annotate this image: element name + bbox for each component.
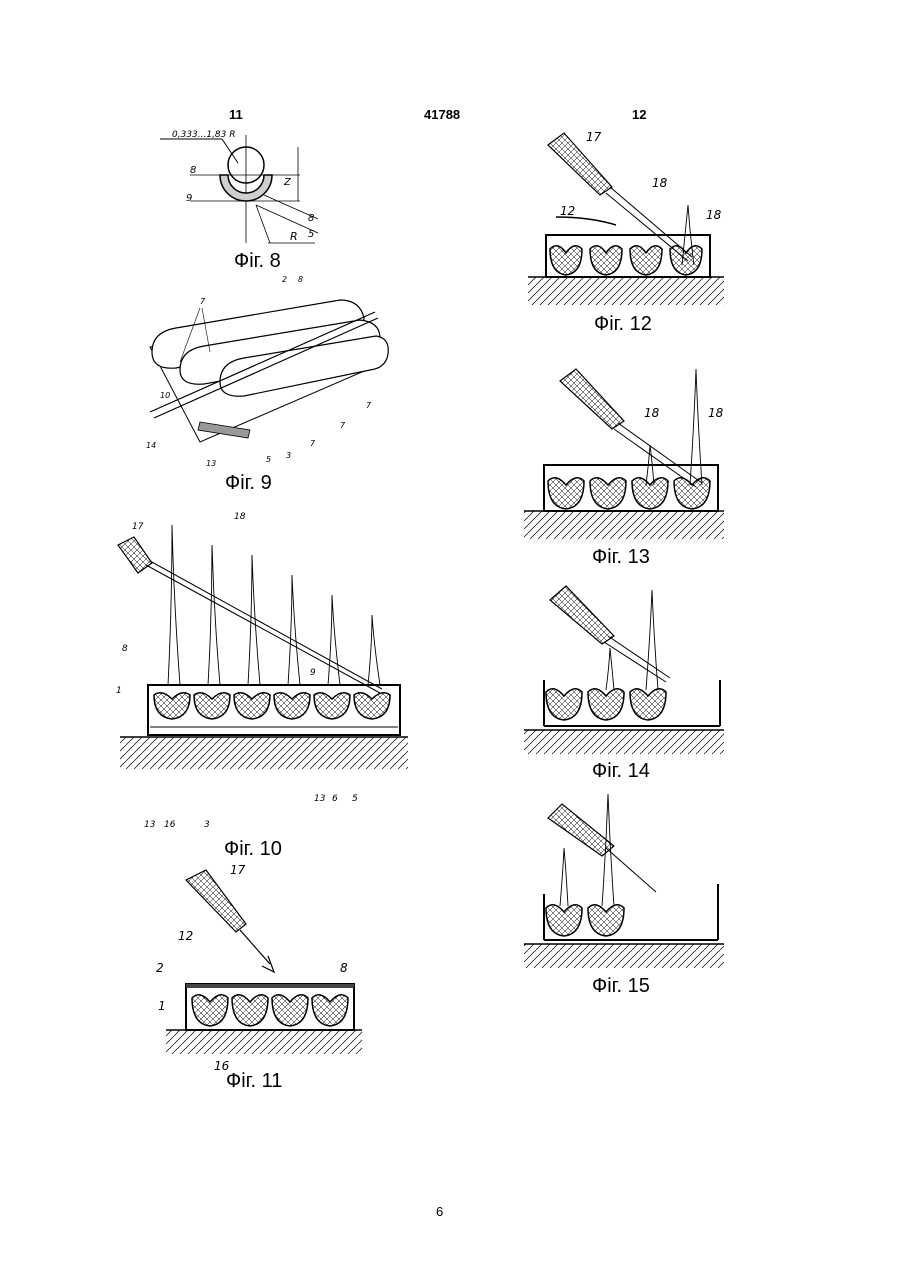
fig10-label-5: 5 (352, 794, 358, 804)
fig10-label-13b: 13 (314, 794, 326, 804)
header-right-page: 12 (632, 107, 646, 122)
fig10-label-9: 9 (310, 668, 316, 678)
figure-11-caption: Фіг. 11 (226, 1070, 282, 1093)
fig8-label-8a: 8 (190, 165, 196, 176)
page-number: 6 (436, 1204, 443, 1219)
fig11-label-16: 16 (214, 1059, 230, 1070)
figure-13-caption: Фіг. 13 (592, 546, 650, 569)
fig9-label-5: 5 (266, 455, 271, 464)
figure-8-drawing: 0,333...1,83 R 8 9 Z 8 5 R (160, 125, 320, 250)
fig9-label-10: 10 (160, 391, 170, 400)
fig12-label-18b: 18 (706, 208, 722, 222)
fig13-label-18a: 18 (644, 406, 660, 420)
fig8-label-8b: 8 (308, 213, 314, 224)
fig10-label-13a: 13 (144, 820, 156, 830)
fig9-label-13: 13 (206, 459, 216, 468)
fig8-label-5: 5 (308, 229, 314, 240)
fig9-label-7c: 7 (340, 421, 346, 430)
fig9-label-7: 7 (200, 297, 206, 306)
fig9-label-3: 3 (286, 451, 291, 460)
fig13-label-18b: 18 (708, 406, 724, 420)
figure-9-drawing: 7 2 8 10 14 13 5 3 7 7 7 (140, 272, 390, 472)
fig11-label-12: 12 (178, 929, 193, 943)
fig10-label-17: 17 (132, 522, 144, 532)
fig10-label-6: 6 (332, 794, 338, 804)
fig10-label-18: 18 (234, 512, 246, 522)
figure-10-caption: Фіг. 10 (224, 838, 282, 861)
figure-11-drawing: 17 12 2 8 1 16 (150, 860, 370, 1070)
figure-15-drawing (520, 790, 730, 970)
fig11-label-8: 8 (340, 961, 348, 975)
fig9-label-8: 8 (298, 275, 303, 284)
fig10-label-8: 8 (122, 644, 128, 654)
figure-10-drawing: 17 18 8 9 1 13 16 3 13 6 5 (110, 505, 410, 835)
figure-15-caption: Фіг. 15 (592, 975, 650, 998)
fig8-label-r: R (290, 230, 298, 243)
fig8-label-z: Z (283, 177, 292, 188)
figure-12-caption: Фіг. 12 (594, 313, 652, 336)
fig10-label-16: 16 (164, 820, 176, 830)
fig8-label-9: 9 (186, 193, 192, 204)
fig12-label-12: 12 (560, 204, 575, 218)
figure-14-drawing (520, 578, 730, 758)
fig11-label-2: 2 (156, 961, 164, 975)
figure-14-caption: Фіг. 14 (592, 760, 650, 783)
fig9-label-2: 2 (282, 275, 287, 284)
fig11-label-17: 17 (230, 863, 246, 877)
fig10-label-1: 1 (116, 686, 122, 696)
fig9-label-14: 14 (146, 441, 156, 450)
header-left-page: 11 (229, 107, 243, 122)
figure-8-caption: Фіг. 8 (234, 250, 281, 273)
fig8-dim-label: 0,333...1,83 R (172, 130, 236, 140)
fig11-label-1: 1 (158, 999, 166, 1013)
fig9-label-7b: 7 (310, 439, 316, 448)
fig10-label-3: 3 (204, 820, 210, 830)
header-patent-number: 41788 (424, 107, 460, 122)
figure-13-drawing: 18 18 (520, 365, 730, 543)
figure-12-drawing: 17 18 12 18 (520, 125, 730, 310)
fig9-label-7d: 7 (366, 401, 372, 410)
figure-9-caption: Фіг. 9 (225, 472, 272, 495)
fig12-label-17: 17 (586, 130, 602, 144)
fig12-label-18a: 18 (652, 176, 668, 190)
